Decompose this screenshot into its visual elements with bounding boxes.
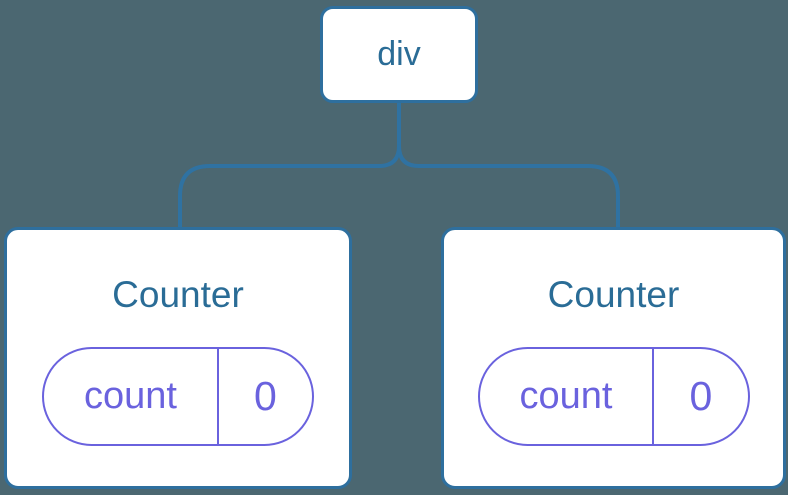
component-name: Counter <box>112 274 244 315</box>
connector-left-branch <box>178 144 401 231</box>
root-node-div: div <box>320 6 478 103</box>
state-pill: count 0 <box>477 346 750 446</box>
connector-right-branch <box>397 144 620 231</box>
state-value-cell: 0 <box>654 349 747 444</box>
state-key-cell: count <box>480 348 655 444</box>
component-name: Counter <box>547 274 680 315</box>
component-card-counter-left: Counter count 0 <box>4 227 352 489</box>
state-key-label: count <box>83 374 177 417</box>
state-value-label: 0 <box>689 372 713 419</box>
state-key-cell: count <box>44 348 219 444</box>
root-node-label: div <box>377 35 421 73</box>
state-pill: count 0 <box>42 346 314 446</box>
state-key-label: count <box>519 374 613 417</box>
component-card-counter-right: Counter count 0 <box>441 227 786 489</box>
state-value-cell: 0 <box>219 349 312 444</box>
state-value-label: 0 <box>254 372 277 419</box>
